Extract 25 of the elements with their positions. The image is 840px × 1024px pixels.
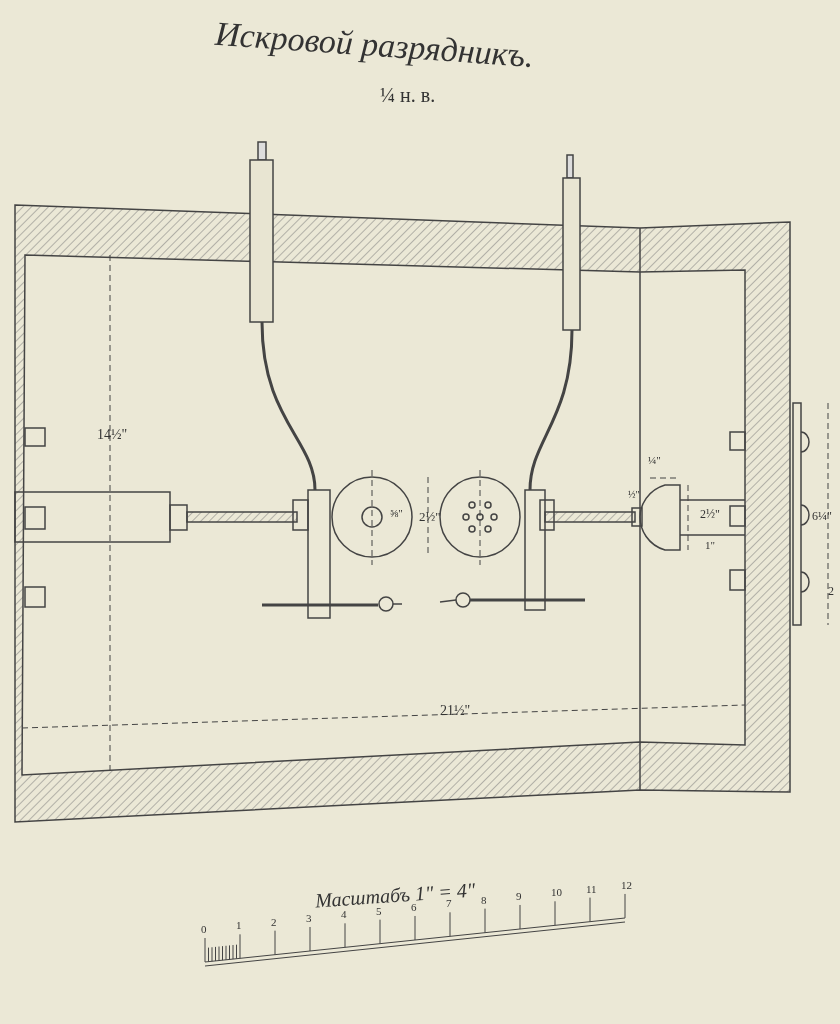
scale-number: 10 bbox=[551, 887, 562, 899]
drawing-title: Искровой разрядникъ. bbox=[214, 16, 535, 74]
scale-number: 11 bbox=[586, 883, 597, 895]
scale-number: 4 bbox=[341, 909, 347, 921]
scale-number: 12 bbox=[621, 879, 632, 891]
dimension-label: 1" bbox=[705, 540, 715, 551]
dimension-label: 2½" bbox=[419, 510, 441, 523]
scale-number: 8 bbox=[481, 894, 487, 906]
dimension-label: 2 bbox=[828, 585, 834, 597]
dimension-label: 2½" bbox=[700, 508, 720, 520]
dimension-label: 21½" bbox=[440, 704, 471, 718]
dimension-label: ⅝" bbox=[390, 508, 403, 519]
scale-number: 0 bbox=[201, 924, 207, 935]
scale-number: 1 bbox=[236, 920, 242, 932]
scale-number: 9 bbox=[516, 890, 522, 902]
dimension-label: 14½" bbox=[97, 428, 128, 442]
dimension-label: ½" bbox=[628, 490, 640, 500]
scale-number: 7 bbox=[446, 898, 452, 910]
dimension-label: ¼" bbox=[648, 455, 661, 466]
scale-number: 2 bbox=[271, 916, 277, 928]
dimension-label: 6¼" bbox=[812, 510, 832, 522]
scale-note: ¼ н. в. bbox=[380, 85, 436, 105]
scale-number: 6 bbox=[411, 901, 417, 913]
scale-number: 3 bbox=[306, 913, 312, 924]
scale-number: 5 bbox=[376, 905, 382, 917]
